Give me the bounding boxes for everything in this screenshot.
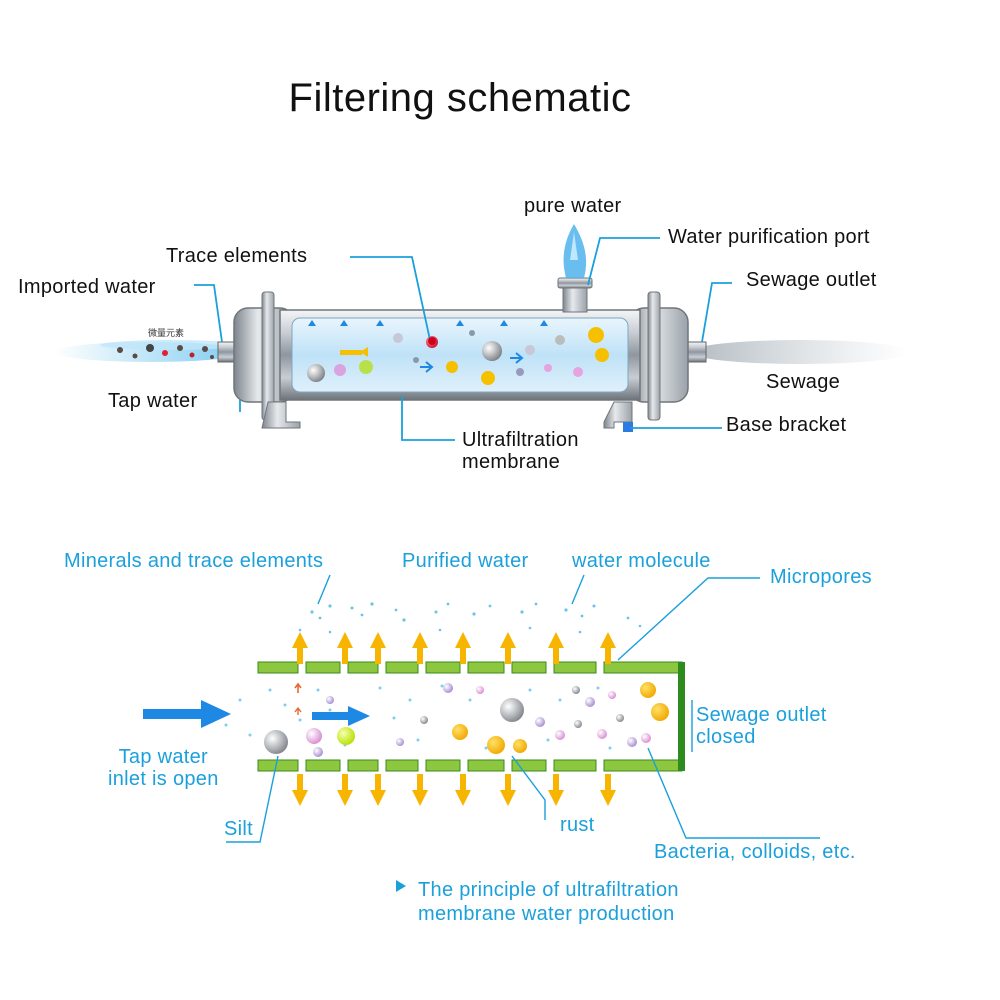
inflow-particles	[117, 344, 214, 359]
base-bracket-right	[603, 401, 633, 429]
pure-water-label: pure water	[524, 195, 622, 217]
minerals-label: Minerals and trace elements	[64, 550, 324, 572]
bacteria-label: Bacteria, colloids, etc.	[654, 841, 856, 863]
sewage-outlet-closed-line1: Sewage outlet	[696, 704, 827, 726]
water-molecule-label: water molecule	[572, 550, 711, 572]
caption: The principle of ultrafiltration membran…	[418, 878, 679, 926]
sewage-flow	[690, 340, 910, 364]
page-title: Filtering schematic	[288, 76, 632, 120]
sewage-label: Sewage	[766, 371, 841, 393]
base-bracket-left	[261, 401, 301, 429]
closed-outlet-wall	[678, 662, 685, 771]
sewage-outlet-closed-line2: closed	[696, 726, 756, 748]
trace-elements-label: Trace elements	[166, 245, 308, 267]
membrane-window	[291, 317, 629, 393]
micropores-label: Micropores	[770, 566, 872, 588]
filter-housing-diagram: 微量元素	[55, 224, 910, 441]
rust-label: rust	[560, 814, 595, 836]
sewage-outlet-label: Sewage outlet	[746, 269, 877, 291]
silt-label: Silt	[224, 818, 253, 840]
tap-inlet-line2: inlet is open	[108, 768, 219, 790]
micro-elements-text: 微量元素	[148, 327, 184, 339]
caption-line1: The principle of ultrafiltration	[418, 879, 679, 901]
purified-water-label: Purified water	[402, 550, 529, 572]
channel-water-dots	[224, 684, 612, 750]
bottom-membrane	[257, 759, 683, 772]
top-membrane	[257, 661, 683, 674]
ultrafiltration-membrane-label: Ultrafiltration membrane	[462, 429, 579, 473]
inlet-arrow	[143, 700, 231, 728]
sewage-outlet-closed-label: Sewage outlet closed	[696, 704, 827, 748]
caption-line2: membrane water production	[418, 903, 675, 925]
water-purification-port-label: Water purification port	[668, 226, 870, 248]
tap-water-inlet-label: Tap water inlet is open	[108, 746, 219, 790]
membrane-label-line2: membrane	[462, 451, 560, 473]
upward-flow-arrows	[292, 632, 616, 664]
tap-water-label: Tap water	[108, 390, 198, 412]
channel-particles	[264, 682, 669, 757]
downward-flow-arrows	[292, 774, 616, 806]
membrane-label-line1: Ultrafiltration	[462, 429, 579, 451]
tap-inlet-line1: Tap water	[118, 746, 209, 768]
caption-bullet-icon	[396, 880, 406, 892]
base-bracket-label: Base bracket	[726, 414, 847, 436]
water-molecule-dots	[298, 602, 642, 634]
channel-flow-arrow	[312, 706, 370, 726]
imported-water-label: Imported water	[18, 276, 156, 298]
